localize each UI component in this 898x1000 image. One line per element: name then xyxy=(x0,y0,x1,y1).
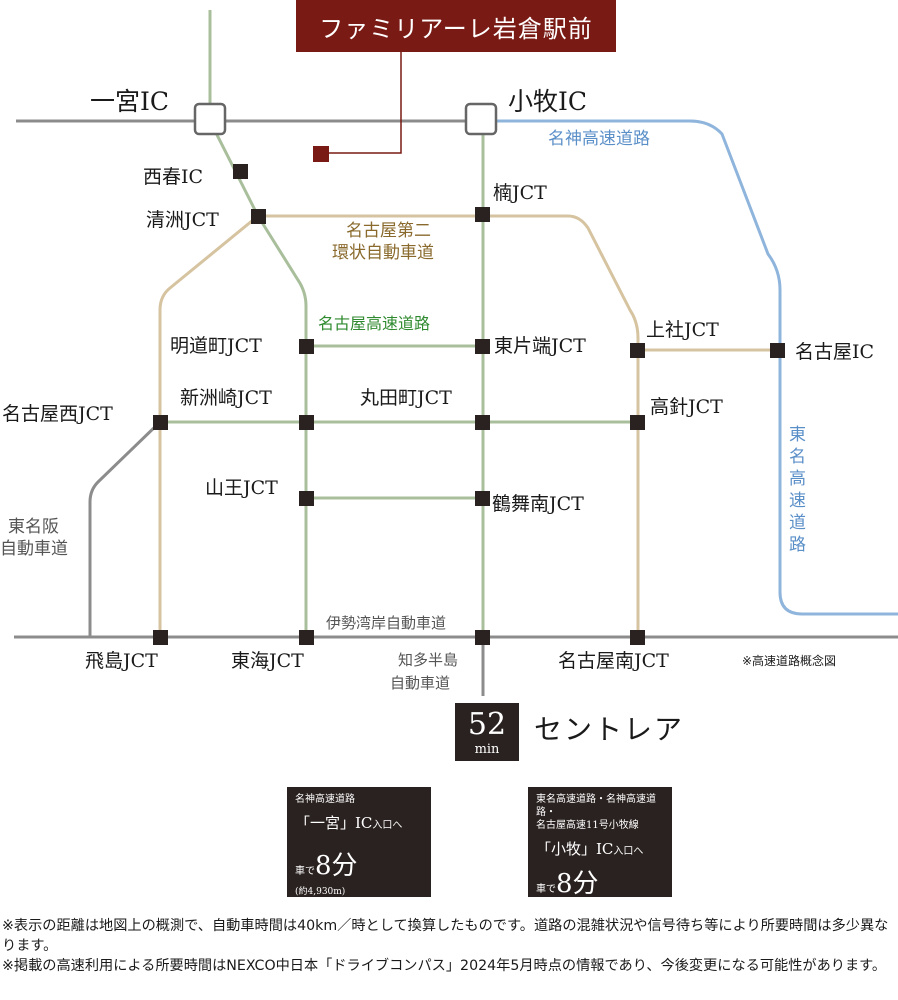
card-ic-suffix: 入口へ xyxy=(372,820,403,831)
tomei-char-3: 高 xyxy=(789,469,806,489)
komaki-ic-label: 小牧IC xyxy=(508,87,587,116)
chita-label-1: 知多半島 xyxy=(398,651,458,669)
nagoyaminami-node xyxy=(630,630,645,645)
shinsuzaki-label: 新洲崎JCT xyxy=(180,387,272,409)
ring-road-west xyxy=(158,214,259,637)
concept-note: ※高速道路概念図 xyxy=(742,654,837,668)
tobishima-node xyxy=(153,630,168,645)
expressway-west-trunk xyxy=(208,120,308,637)
ichinomiya-access-card: 名神高速道路 「一宮」IC入口へ 車で8分 (約4,930m) xyxy=(287,787,431,897)
takabari-node xyxy=(630,415,645,430)
higashi-meihan-label-1: 東名阪 xyxy=(8,517,59,537)
centrair-label: セントレア xyxy=(534,713,685,746)
meidocho-label: 明道町JCT xyxy=(170,335,262,357)
higashi-meihan-label-2: 自動車道 xyxy=(0,539,68,559)
tomei-char-2: 名 xyxy=(789,447,806,467)
card-route: 名神高速道路 xyxy=(295,794,355,805)
higashi-meihan-road xyxy=(88,420,162,637)
centrair-minutes-unit: min xyxy=(474,742,500,757)
meidocho-node xyxy=(299,339,314,354)
centrair-minutes: 52 xyxy=(467,707,507,742)
marutamachi-node xyxy=(475,415,490,430)
tomei-char-1: 東 xyxy=(789,425,806,445)
tomei-label: 東 名 高 速 道 路 xyxy=(789,425,806,555)
nagoya-expressway-label: 名古屋高速道路 xyxy=(318,314,430,333)
ring-road-label-1: 名古屋第二 xyxy=(346,221,431,241)
site-marker xyxy=(313,146,329,162)
kiyosu-label: 清洲JCT xyxy=(146,209,219,231)
centrair-time-badge: 52 min xyxy=(455,703,519,761)
kusunoki-node xyxy=(475,207,490,222)
tomei-char-4: 速 xyxy=(789,491,806,511)
kamiyashiro-label: 上社JCT xyxy=(646,319,719,341)
marutamachi-label: 丸田町JCT xyxy=(360,387,452,409)
property-title: ファミリアーレ岩倉駅前 xyxy=(296,0,616,52)
tokai-label: 東海JCT xyxy=(231,650,304,672)
card-route-2: 名古屋高速11号小牧線 xyxy=(536,820,639,831)
kiyosu-node xyxy=(251,209,266,224)
komaki-ic-node xyxy=(464,102,498,136)
nishiharu-node xyxy=(233,164,248,179)
nagoyanishi-node xyxy=(153,415,168,430)
card-time-prefix: 車で xyxy=(536,884,556,895)
sanno-label: 山王JCT xyxy=(205,477,278,499)
isewangan-label: 伊勢湾岸自動車道 xyxy=(326,614,446,632)
tobishima-label: 飛島JCT xyxy=(85,650,158,672)
card-time-value: 8分 xyxy=(556,869,599,899)
takabari-label: 高針JCT xyxy=(650,396,723,418)
meishin-label: 名神高速道路 xyxy=(548,129,650,149)
card-ic: 「一宮」IC入口へ xyxy=(295,812,423,833)
chita-label-2: 自動車道 xyxy=(390,674,450,692)
card-route-1: 東名高速道路・名神高速道路・ xyxy=(536,794,656,818)
meishin-tomei-road xyxy=(480,119,898,616)
card-ic-name: 「小牧」IC xyxy=(536,840,614,858)
card-time-prefix: 車で xyxy=(295,866,315,877)
kamiyashiro-node xyxy=(630,343,645,358)
nagoyaminami-label: 名古屋南JCT xyxy=(558,650,669,672)
chita-junction-node xyxy=(475,630,490,645)
ichinomiya-ic-label: 一宮IC xyxy=(90,87,169,116)
card-time: 車で8分 xyxy=(536,863,664,900)
card-ic-suffix: 入口へ xyxy=(613,846,644,857)
site-pointer-line xyxy=(322,52,402,154)
kusunoki-label: 楠JCT xyxy=(493,182,547,204)
tsurumaiminami-label: 鶴舞南JCT xyxy=(492,493,584,515)
sanno-node xyxy=(299,491,314,506)
shinsuzaki-node xyxy=(299,415,314,430)
footnotes: ※表示の距離は地図上の概測で、自動車時間は40km／時として換算したものです。道… xyxy=(2,916,896,976)
tomei-char-6: 路 xyxy=(789,535,806,555)
komaki-access-card: 東名高速道路・名神高速道路・ 名古屋高速11号小牧線 「小牧」IC入口へ 車で8… xyxy=(528,787,672,915)
higashikatahata-label: 東片端JCT xyxy=(494,335,586,357)
footnote-nexco: ※掲載の高速利用による所要時間はNEXCO中日本「ドライブコンパス」2024年5… xyxy=(2,958,887,974)
card-ic: 「小牧」IC入口へ xyxy=(536,838,664,859)
ring-road-label-2: 環状自動車道 xyxy=(332,243,434,263)
footnote-distance: ※表示の距離は地図上の概測で、自動車時間は40km／時として換算したものです。道… xyxy=(2,918,889,954)
nishiharu-label: 西春IC xyxy=(143,166,203,188)
ring-road-east xyxy=(258,214,640,637)
card-distance: (約4,930m) xyxy=(295,887,346,897)
nagoyanishi-label: 名古屋西JCT xyxy=(2,403,113,425)
card-distance: (約4,950m) xyxy=(536,905,587,915)
ichinomiya-ic-node xyxy=(193,102,227,136)
tsurumaiminami-node xyxy=(475,491,490,506)
nagoya-ic-node xyxy=(770,343,785,358)
nagoya-ic-label: 名古屋IC xyxy=(795,341,874,363)
card-time: 車で8分 xyxy=(295,845,423,882)
card-ic-name: 「一宮」IC xyxy=(295,814,373,832)
tomei-char-5: 道 xyxy=(789,513,806,533)
card-time-value: 8分 xyxy=(315,851,358,881)
tokai-node xyxy=(299,630,314,645)
higashikatahata-node xyxy=(475,339,490,354)
